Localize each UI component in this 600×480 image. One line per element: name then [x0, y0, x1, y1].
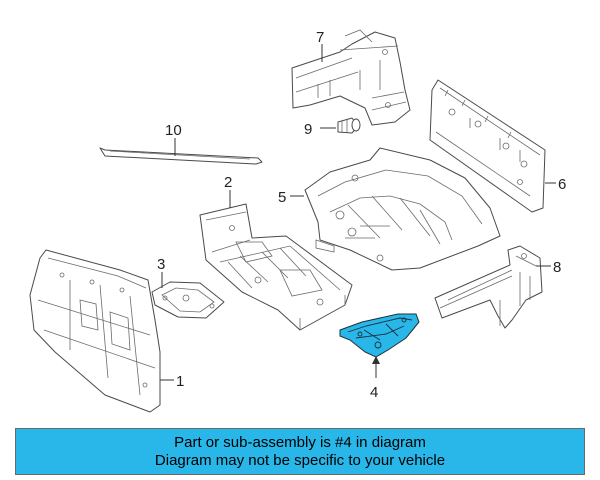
part-2-center-floor: [199, 203, 353, 331]
callout-9: 9: [304, 121, 312, 138]
part-6-rear-panel: [429, 79, 546, 213]
callout-3: 3: [157, 256, 165, 273]
leader-lines: [160, 44, 556, 381]
banner-line-part-number: Part or sub-assembly is #4 in diagram: [174, 433, 426, 451]
callout-4: 4: [370, 384, 378, 401]
leader-4-arrowhead: [372, 356, 380, 364]
callout-8: 8: [553, 259, 561, 276]
callout-2: 2: [224, 174, 232, 191]
banner-line-disclaimer: Diagram may not be specific to your vehi…: [154, 451, 446, 469]
callout-7: 7: [316, 29, 324, 46]
callout-5: 5: [278, 189, 286, 206]
part-1-side-panel: [29, 249, 161, 413]
part-4-highlighted-reinforcement: [339, 313, 420, 358]
part-9-plug: [337, 117, 361, 134]
part-3-bracket: [151, 281, 225, 319]
part-5-rear-floor: [304, 147, 501, 271]
info-banner: Part or sub-assembly is #4 in diagram Di…: [15, 428, 585, 475]
part-8-crossmember: [434, 245, 543, 329]
callout-10: 10: [165, 122, 182, 139]
callout-1: 1: [176, 373, 184, 390]
parts-diagram: 7 9 10 6 5 2 3 1 8 4: [29, 29, 566, 413]
part-7-rear-rail: [291, 29, 411, 126]
part-10-rail-strip: [99, 147, 263, 165]
callout-6: 6: [558, 176, 566, 193]
